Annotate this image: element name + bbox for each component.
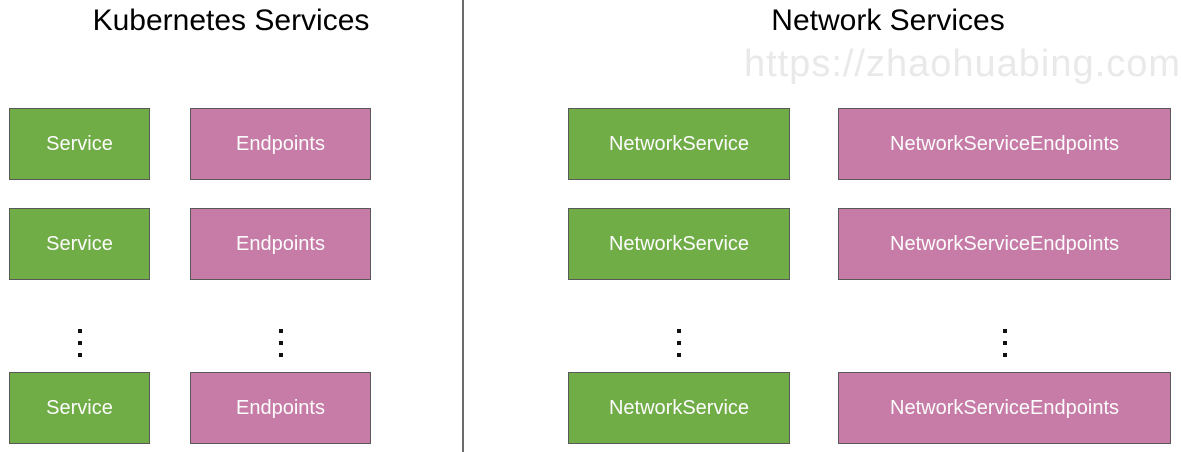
networkserviceendpoints-box: NetworkServiceEndpoints — [838, 208, 1171, 280]
service-box-label: Service — [46, 396, 113, 419]
vertical-ellipsis-icon — [677, 329, 681, 357]
networkservice-box: NetworkService — [568, 372, 790, 444]
networkserviceendpoints-box-label: NetworkServiceEndpoints — [890, 396, 1119, 419]
section-divider — [462, 0, 464, 452]
networkservice-box: NetworkService — [568, 208, 790, 280]
watermark: https://zhaohuabing.com — [743, 43, 1181, 85]
networkservice-box: NetworkService — [568, 108, 790, 180]
endpoints-box: Endpoints — [190, 208, 371, 280]
service-box: Service — [9, 372, 150, 444]
endpoints-box-label: Endpoints — [236, 132, 325, 155]
endpoints-box: Endpoints — [190, 372, 371, 444]
service-box: Service — [9, 108, 150, 180]
service-box: Service — [9, 208, 150, 280]
vertical-ellipsis-icon — [1003, 329, 1007, 357]
vertical-ellipsis-icon — [279, 329, 283, 357]
networkservice-box-label: NetworkService — [608, 132, 750, 155]
kubernetes-services-title: Kubernetes Services — [92, 4, 370, 37]
vertical-ellipsis-icon — [78, 329, 82, 357]
networkserviceendpoints-box: NetworkServiceEndpoints — [838, 372, 1171, 444]
network-services-title: Network Services — [771, 4, 1005, 37]
networkservice-box-label: NetworkService — [608, 232, 750, 255]
networkservice-box-label: NetworkService — [608, 396, 750, 419]
networkserviceendpoints-box-label: NetworkServiceEndpoints — [890, 132, 1119, 155]
endpoints-box-label: Endpoints — [236, 232, 325, 255]
service-box-label: Service — [46, 232, 113, 255]
service-box-label: Service — [46, 132, 113, 155]
endpoints-box-label: Endpoints — [236, 396, 325, 419]
endpoints-box: Endpoints — [190, 108, 371, 180]
networkserviceendpoints-box-label: NetworkServiceEndpoints — [890, 232, 1119, 255]
networkserviceendpoints-box: NetworkServiceEndpoints — [838, 108, 1171, 180]
